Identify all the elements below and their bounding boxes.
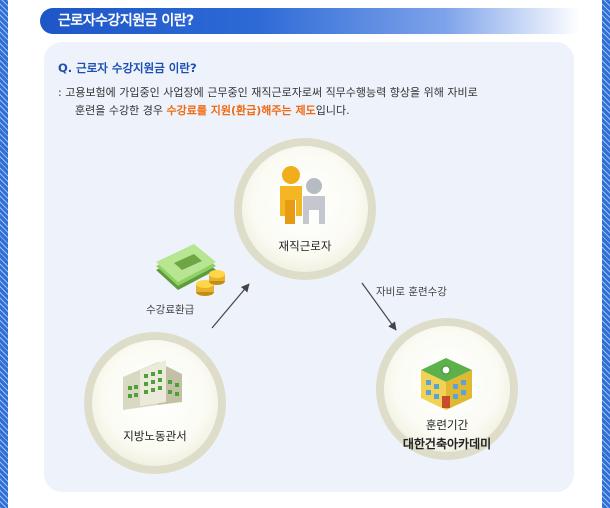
answer-text-line1: : 고용보험에 가입중인 사업장에 근무중인 재직근로자로써 직무수행능력 향상… [58, 86, 478, 99]
institution-name: 대한건축아카데미 [402, 437, 492, 451]
answer-text-line2: 훈련을 수강한 경우 수강료를 지원(환급)해주는 제도입니다. [75, 102, 350, 118]
header-bar [40, 8, 580, 34]
left-border-decoration [0, 0, 8, 508]
school-building-icon [421, 358, 472, 410]
question-heading: Q. 근로자 수강지원금 이란? [58, 61, 197, 75]
institution-label: 훈련기간 [425, 418, 469, 432]
training-flow-label: 자비로 훈련수강 [376, 286, 447, 298]
page-title: 근로자수강지원금 이란? [58, 13, 194, 29]
answer-suffix: 입니다. [315, 104, 350, 117]
answer-highlight: 수강료를 지원(환급)해주는 제도 [166, 104, 316, 117]
office-label: 지방노동관서 [123, 429, 187, 443]
refund-arrow [211, 283, 250, 329]
money-icon [156, 244, 225, 296]
training-arrow [361, 282, 397, 331]
people-icon [280, 166, 325, 224]
refund-flow-label: 수강료환급 [146, 304, 195, 316]
worker-label: 재직근로자 [278, 239, 332, 253]
right-border-decoration [602, 0, 610, 508]
answer-prefix: 훈련을 수강한 경우 [75, 104, 167, 117]
office-building-icon [123, 360, 182, 410]
